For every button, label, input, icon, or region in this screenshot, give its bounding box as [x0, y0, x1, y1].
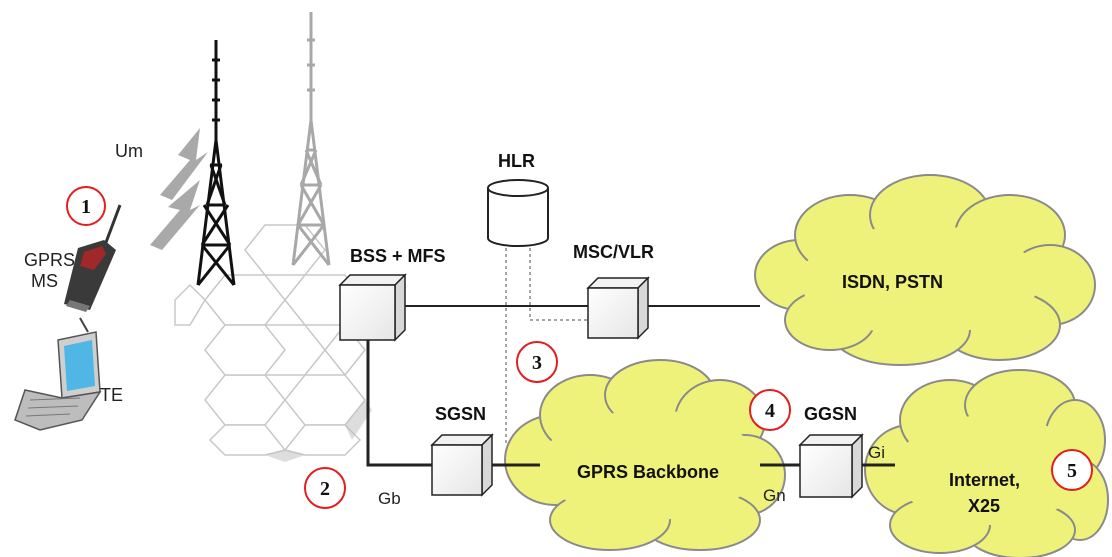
um-label: Um	[115, 141, 143, 161]
te-label: TE	[100, 385, 123, 405]
isdn-pstn-cloud	[754, 174, 1096, 366]
bss-sgsn-link	[366, 340, 432, 467]
x25-label-line2: X25	[968, 496, 1000, 516]
sgsn-box	[430, 433, 494, 497]
marker-5: 5	[1051, 449, 1093, 491]
gprs-ms-label-line1: GPRS	[24, 250, 75, 270]
mobile-phone-icon	[64, 204, 122, 333]
marker-4: 4	[749, 389, 791, 431]
svg-text:2: 2	[320, 478, 330, 500]
gprs-ms-label-line2: MS	[31, 271, 58, 291]
gprs-backbone-cloud	[504, 359, 786, 551]
msc-vlr-label: MSC/VLR	[573, 242, 654, 262]
radio-link-arrow-icon	[150, 128, 208, 250]
cell-shadow	[265, 400, 372, 462]
gb-interface-label: Gb	[378, 489, 401, 508]
bss-mfs-box	[338, 273, 407, 342]
hlr-database-icon	[487, 179, 549, 247]
hlr-label: HLR	[498, 151, 535, 171]
svg-text:4: 4	[765, 400, 775, 422]
signalling-links	[505, 248, 588, 445]
internet-label-line1: Internet,	[949, 470, 1020, 490]
bss-mfs-label: BSS + MFS	[350, 246, 446, 266]
gi-interface-label: Gi	[868, 443, 885, 462]
marker-2: 2	[304, 467, 346, 509]
gn-interface-label: Gn	[763, 486, 786, 505]
marker-3: 3	[516, 341, 558, 383]
marker-1: 1	[66, 186, 106, 226]
ggsn-label: GGSN	[804, 404, 857, 424]
svg-text:5: 5	[1067, 460, 1077, 482]
cell-hexagon-grid	[174, 224, 366, 456]
ggsn-box	[798, 433, 864, 499]
light-tower-icon	[291, 12, 331, 266]
gprs-backbone-label: GPRS Backbone	[577, 462, 719, 482]
sgsn-label: SGSN	[435, 404, 486, 424]
msc-vlr-box	[586, 276, 650, 340]
svg-text:1: 1	[81, 196, 91, 218]
dark-tower-icon	[196, 40, 236, 286]
isdn-pstn-label: ISDN, PSTN	[842, 272, 943, 292]
svg-text:3: 3	[532, 352, 542, 374]
laptop-icon	[14, 331, 102, 431]
